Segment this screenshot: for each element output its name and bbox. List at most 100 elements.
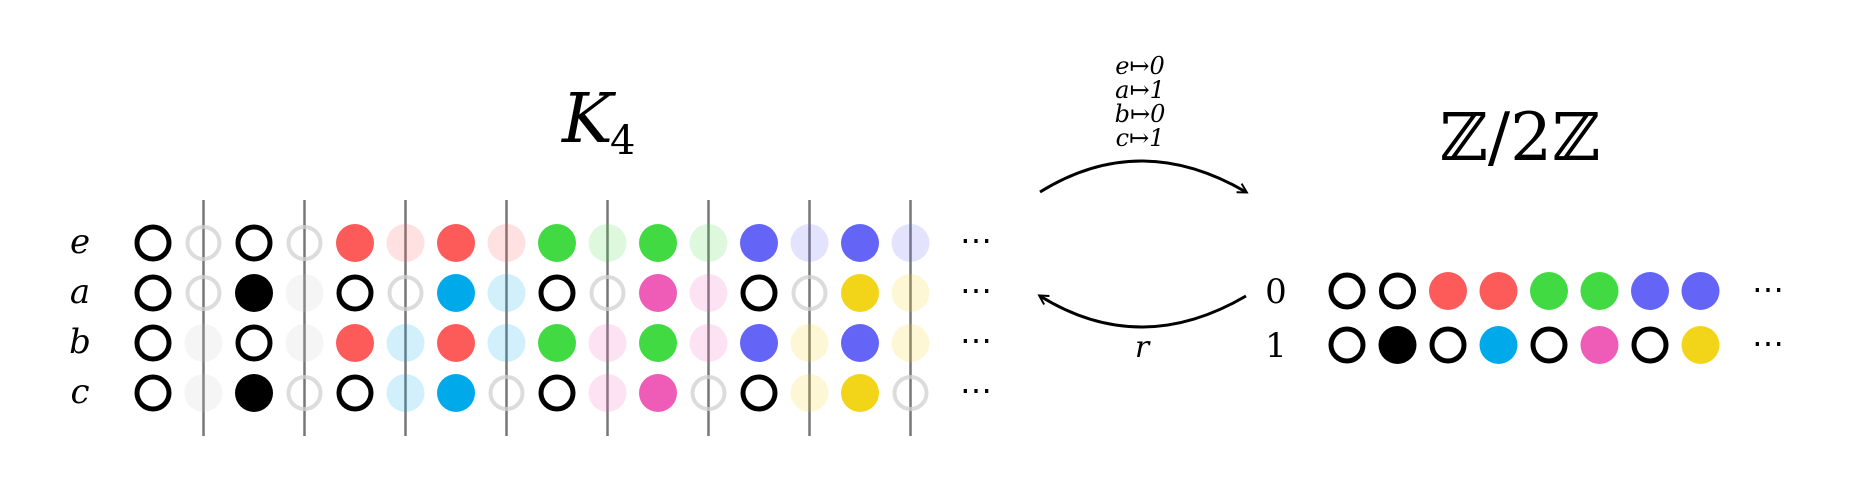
k4-element-dot: [639, 274, 677, 312]
z2z-element-dot: [1378, 326, 1417, 364]
k4-element-dot: [690, 375, 727, 411]
z2z-element-dot: [1328, 272, 1366, 310]
k4-element-dot: [689, 324, 728, 362]
z2z-element-dot: [1580, 326, 1619, 364]
k4-element-dot: [134, 374, 172, 412]
z2z-element-dot: [1530, 272, 1568, 310]
k4-element-dot: [588, 374, 627, 412]
k4-element-dot: [740, 324, 778, 362]
k4-element-dot: [285, 324, 324, 362]
k4-element-dot: [538, 224, 576, 262]
k4-element-dot: [791, 275, 828, 311]
k4-element-dot: [286, 375, 323, 411]
k4-element-dot: [336, 324, 374, 362]
k4-element-dot: [235, 374, 273, 412]
z2z-element-dot: [1681, 272, 1720, 310]
k4-row-ellipsis: ⋯: [960, 321, 996, 359]
forward-map-label: a↦1: [1115, 76, 1165, 104]
k4-element-dot: [689, 274, 728, 312]
forward-map-arrow: [1039, 159, 1246, 192]
z2z-element-dot: [1429, 272, 1467, 310]
z2z-element-dot: [1429, 326, 1467, 364]
z2z-element-dot: [1379, 272, 1416, 310]
k4-row-label-e: e: [70, 222, 90, 262]
k4-element-dot: [790, 374, 829, 412]
backward-map-arrow: [1040, 296, 1247, 329]
z2z-row-ellipsis: ⋯: [1752, 324, 1788, 362]
k4-row-ellipsis: ⋯: [960, 371, 996, 409]
k4-element-dot: [589, 275, 626, 311]
k4-element-dot: [639, 224, 677, 262]
k4-element-dot: [386, 374, 425, 412]
k4-element-dot: [386, 324, 425, 362]
k4-element-dot: [892, 375, 929, 411]
z2z-element-dot: [1479, 326, 1518, 364]
k4-element-dot: [639, 324, 677, 362]
z2z-title: ℤ/2ℤ: [1440, 99, 1601, 176]
k4-element-dot: [488, 375, 525, 411]
k4-element-dot: [134, 274, 172, 312]
k4-row-ellipsis: ⋯: [960, 221, 996, 259]
k4-element-dot: [841, 374, 879, 412]
k4-element-dot: [891, 324, 930, 362]
k4-element-dot: [437, 274, 475, 312]
k4-element-dot: [184, 374, 223, 412]
k4-element-dot: [538, 324, 576, 362]
k4-element-dot: [891, 224, 930, 262]
z2z-element-dot: [1631, 326, 1669, 364]
forward-map-label: b↦0: [1115, 100, 1166, 128]
k4-element-dot: [790, 224, 829, 262]
k4-element-dot: [437, 224, 475, 262]
k4-element-dot: [235, 274, 273, 312]
forward-map-label: e↦0: [1115, 52, 1165, 80]
backward-map-label: r: [1135, 330, 1151, 365]
k4-element-dot: [841, 274, 879, 312]
k4-element-grid: [134, 224, 930, 412]
k4-row-label-c: c: [70, 372, 89, 412]
k4-element-dot: [185, 225, 222, 261]
z2z-element-dot: [1580, 272, 1619, 310]
forward-map-label: c↦1: [1116, 124, 1165, 152]
k4-element-dot: [538, 274, 576, 312]
k4-element-dot: [235, 324, 273, 362]
k4-element-dot: [235, 224, 273, 262]
k4-row-label-b: b: [69, 322, 91, 362]
k4-element-dot: [184, 324, 223, 362]
k4-element-dot: [639, 374, 677, 412]
k4-element-dot: [538, 374, 576, 412]
k4-element-dot: [588, 324, 627, 362]
k4-element-dot: [336, 274, 374, 312]
z2z-element-dot: [1530, 326, 1568, 364]
k4-element-dot: [336, 224, 374, 262]
z2z-element-dot: [1479, 272, 1518, 310]
k4-element-dot: [891, 274, 930, 312]
k4-element-dot: [841, 324, 879, 362]
z2z-row-label-1: 1: [1265, 326, 1287, 366]
z2z-element-dot: [1631, 272, 1669, 310]
k4-element-dot: [386, 224, 425, 262]
k4-element-dot: [740, 374, 778, 412]
k4-element-dot: [437, 374, 475, 412]
z2z-row-label-0: 0: [1265, 272, 1287, 312]
k4-title-subscript: 4: [610, 118, 635, 164]
k4-element-dot: [841, 224, 879, 262]
k4-element-dot: [387, 275, 424, 311]
z2z-element-dot: [1328, 326, 1366, 364]
k4-element-dot: [134, 324, 172, 362]
k4-row-ellipsis: ⋯: [960, 271, 996, 309]
z2z-row-ellipsis: ⋯: [1752, 270, 1788, 308]
k4-element-dot: [487, 274, 526, 312]
k4-element-dot: [437, 324, 475, 362]
k4-element-dot: [286, 225, 323, 261]
k4-element-dot: [336, 374, 374, 412]
k4-column-separators: [202, 200, 912, 436]
z2z-element-grid: [1328, 272, 1720, 364]
k4-element-dot: [134, 224, 172, 262]
k4-element-dot: [285, 274, 324, 312]
k4-title: K: [560, 80, 617, 159]
k4-element-dot: [790, 324, 829, 362]
k4-element-dot: [487, 224, 526, 262]
k4-element-dot: [588, 224, 627, 262]
z2z-element-dot: [1681, 326, 1720, 364]
k4-row-label-a: a: [70, 272, 90, 312]
